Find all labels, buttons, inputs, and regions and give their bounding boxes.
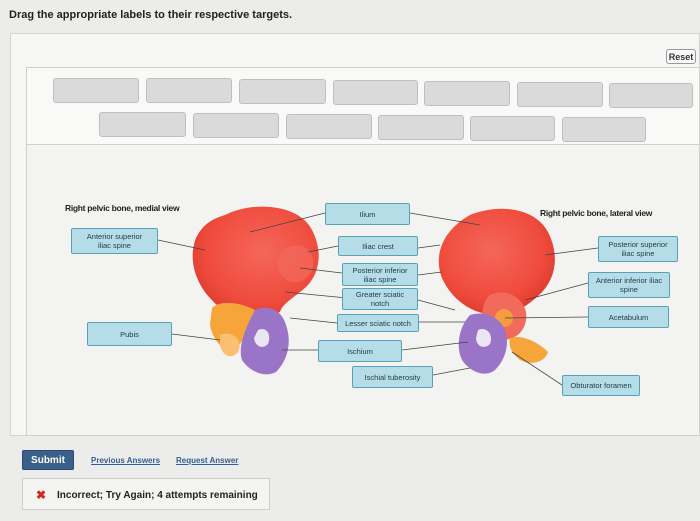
feedback-text: Incorrect; Try Again; 4 attempts remaini… [57, 490, 258, 501]
label-ischial-tuberosity[interactable]: Ischial tuberosity [352, 366, 433, 388]
submit-button[interactable]: Submit [22, 450, 74, 470]
label-posterior-superior-iliac-spine[interactable]: Posterior superior iliac spine [598, 236, 678, 262]
label-greater-sciatic-notch[interactable]: Greater sciatic notch [342, 288, 418, 310]
label-bank-slot[interactable] [562, 117, 646, 142]
label-iliac-crest[interactable]: Iliac crest [338, 236, 418, 256]
feedback-box: ✖ Incorrect; Try Again; 4 attempts remai… [22, 478, 270, 510]
label-bank-slot[interactable] [99, 112, 186, 137]
label-bank-slot[interactable] [239, 79, 326, 104]
label-lesser-sciatic-notch[interactable]: Lesser sciatic notch [337, 314, 419, 332]
right-view-title: Right pelvic bone, lateral view [540, 208, 652, 218]
request-answer-link[interactable]: Request Answer [176, 456, 238, 465]
label-bank-slot[interactable] [424, 81, 510, 106]
left-view-title: Right pelvic bone, medial view [65, 203, 179, 213]
label-obturator-foramen[interactable]: Obturator foramen [562, 375, 640, 396]
label-ilium[interactable]: Ilium [325, 203, 410, 225]
previous-answers-link[interactable]: Previous Answers [91, 456, 160, 465]
label-bank-slot[interactable] [470, 116, 555, 141]
label-bank-slot[interactable] [146, 78, 232, 103]
label-bank-slot[interactable] [286, 114, 372, 139]
label-bank-slot[interactable] [378, 115, 464, 140]
label-pubis[interactable]: Pubis [87, 322, 172, 346]
label-posterior-inferior-iliac-spine[interactable]: Posterior inferior iliac spine [342, 263, 418, 286]
label-bank-slot[interactable] [53, 78, 139, 103]
label-ischium[interactable]: Ischium [318, 340, 402, 362]
label-acetabulum[interactable]: Acetabulum [588, 306, 669, 328]
label-anterior-inferior-iliac-spine[interactable]: Anterior inferior iliac spine [588, 272, 670, 298]
label-anterior-superior-iliac-spine[interactable]: Anterior superior iliac spine [71, 228, 158, 254]
error-x-icon: ✖ [36, 488, 46, 502]
label-bank-slot[interactable] [609, 83, 693, 108]
instructions: Drag the appropriate labels to their res… [9, 9, 292, 21]
label-bank-slot[interactable] [333, 80, 418, 105]
label-bank-slot[interactable] [193, 113, 279, 138]
reset-button[interactable]: Reset [666, 49, 696, 64]
label-bank-slot[interactable] [517, 82, 603, 107]
